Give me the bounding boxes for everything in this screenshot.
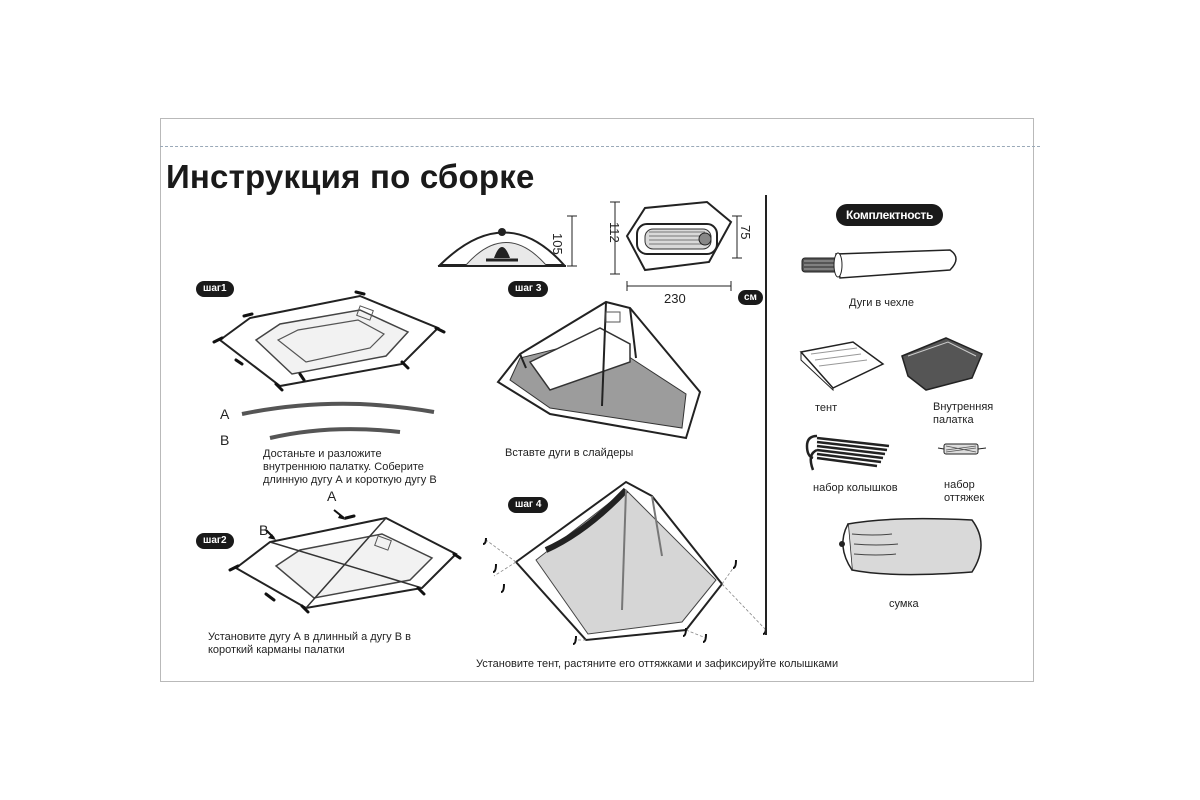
step-2-label-b: B (259, 522, 269, 538)
poles-in-bag-icon (801, 249, 957, 279)
step-3-badge: шаг 3 (508, 281, 549, 297)
poles-a-b-icon (241, 401, 435, 440)
kit-title: Комплектность (836, 204, 944, 226)
pole-label-b: B (220, 432, 230, 448)
step-2-badge: шаг2 (196, 533, 234, 549)
tent-front-view-icon (437, 215, 577, 267)
step-2-label-a: A (327, 488, 337, 504)
pegs-icon (805, 434, 890, 471)
dim-length: 230 (664, 291, 686, 306)
kit-item-inner-label: Внутренняя палатка (933, 401, 994, 426)
page-title: Инструкция по сборке (166, 158, 535, 195)
stuff-sack-icon (839, 517, 982, 576)
inner-tent-flat-icon (212, 290, 446, 392)
guy-lines-icon (937, 443, 987, 455)
kit-item-poles-label: Дуги в чехле (849, 297, 914, 309)
dim-height-front: 105 (550, 233, 565, 255)
step-3-text: Вставте дуги в слайдеры (505, 447, 634, 459)
step-2-text: Установите дугу А в длинный а дугу В в к… (208, 631, 411, 656)
tent-fly-pitched-icon (482, 480, 767, 645)
unit-badge: см (738, 290, 763, 305)
step-4-badge: шаг 4 (508, 497, 549, 513)
tent-top-view-icon (610, 200, 742, 291)
inner-tent-with-poles-icon (228, 509, 462, 614)
kit-item-fly-label: тент (815, 402, 838, 414)
folded-inner-tent-icon (901, 337, 983, 391)
dim-length-head: 112 (607, 222, 622, 243)
folded-fly-icon (799, 341, 885, 392)
kit-item-pegs-label: набор колышков (813, 482, 898, 494)
dim-length-foot: 75 (738, 225, 753, 240)
step-4-text: Установите тент, растяните его оттяжками… (476, 658, 839, 670)
pole-label-a: A (220, 406, 230, 422)
tent-inner-pitched-icon (496, 300, 702, 440)
cut-line (160, 146, 1040, 147)
section-divider (765, 195, 767, 635)
kit-item-guylines-label: набор оттяжек (944, 479, 985, 504)
kit-item-sack-label: сумка (889, 598, 919, 610)
step-1-text: Достаньте и разложите внутреннюю палатку… (263, 448, 437, 486)
step-1-badge: шаг1 (196, 281, 234, 297)
